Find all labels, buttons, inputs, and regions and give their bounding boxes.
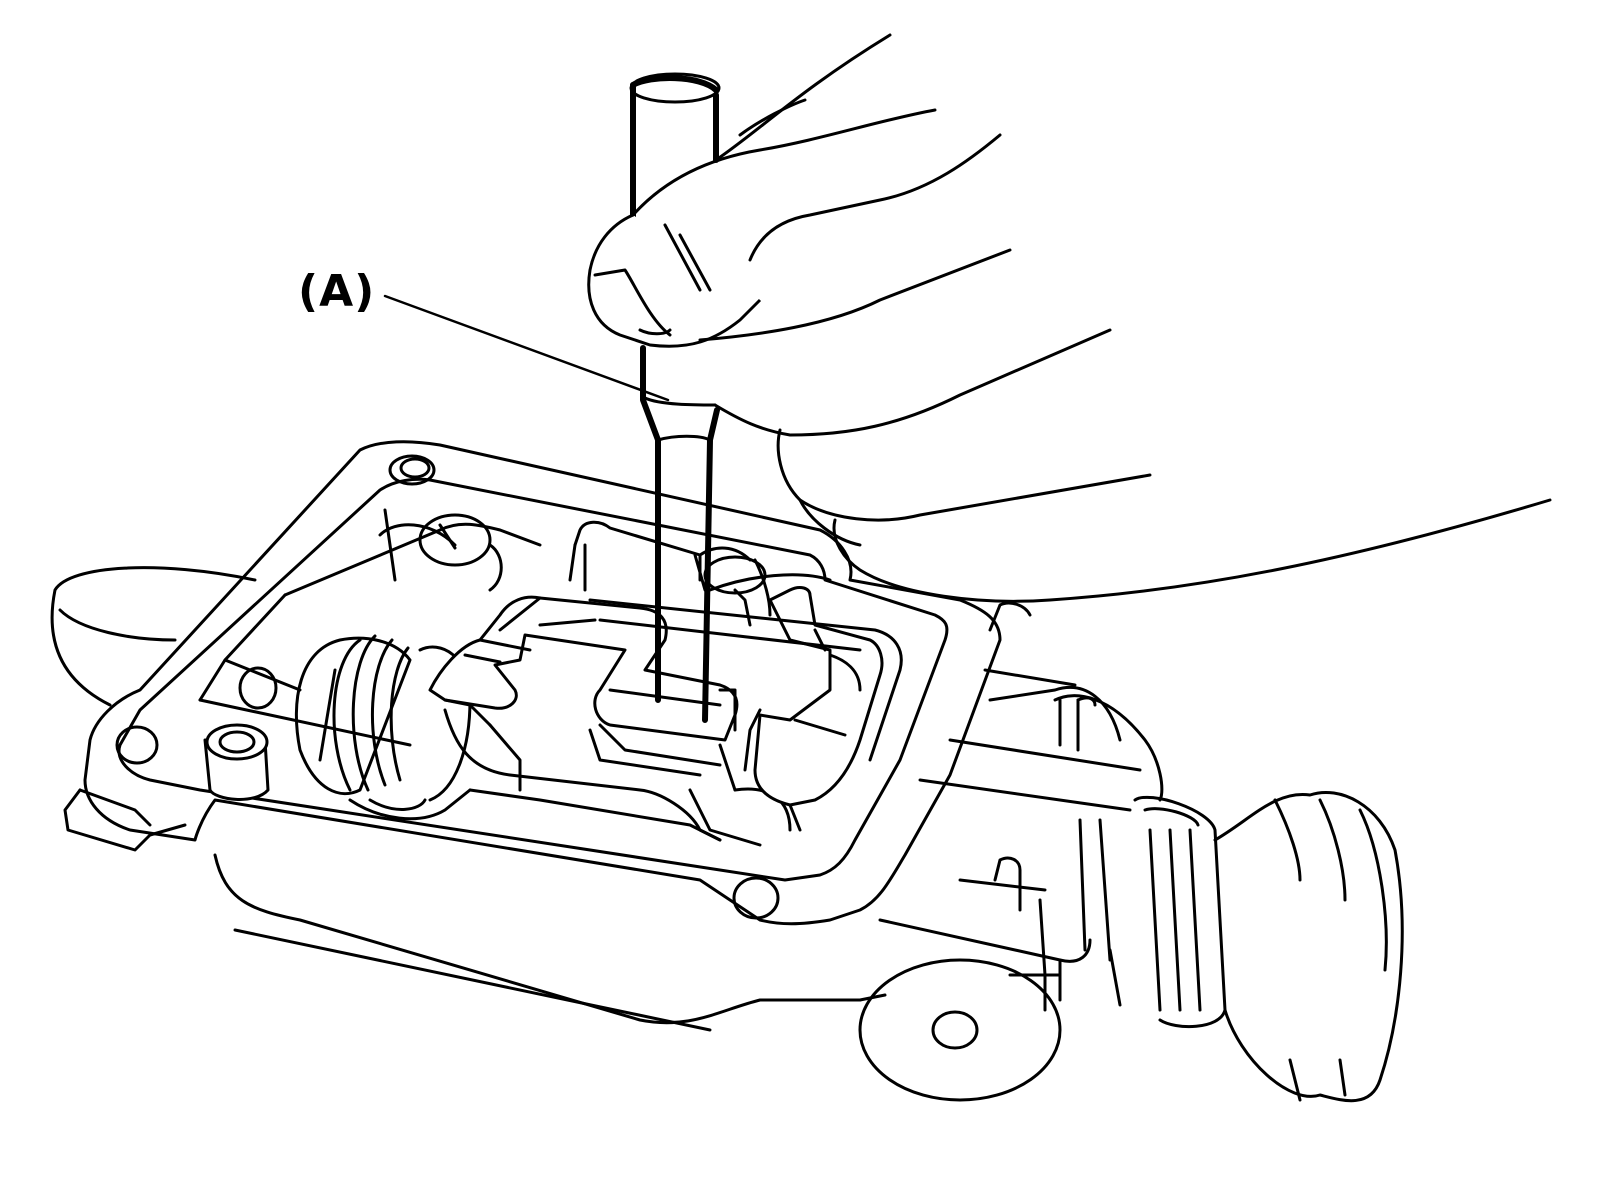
callout-label-a: (A) — [298, 266, 376, 317]
callout-leader-line — [383, 294, 670, 402]
pin-punch-tool — [629, 72, 721, 723]
hand — [587, 33, 1552, 603]
housing-body — [50, 566, 1404, 1103]
gasket-flange — [83, 440, 1002, 926]
